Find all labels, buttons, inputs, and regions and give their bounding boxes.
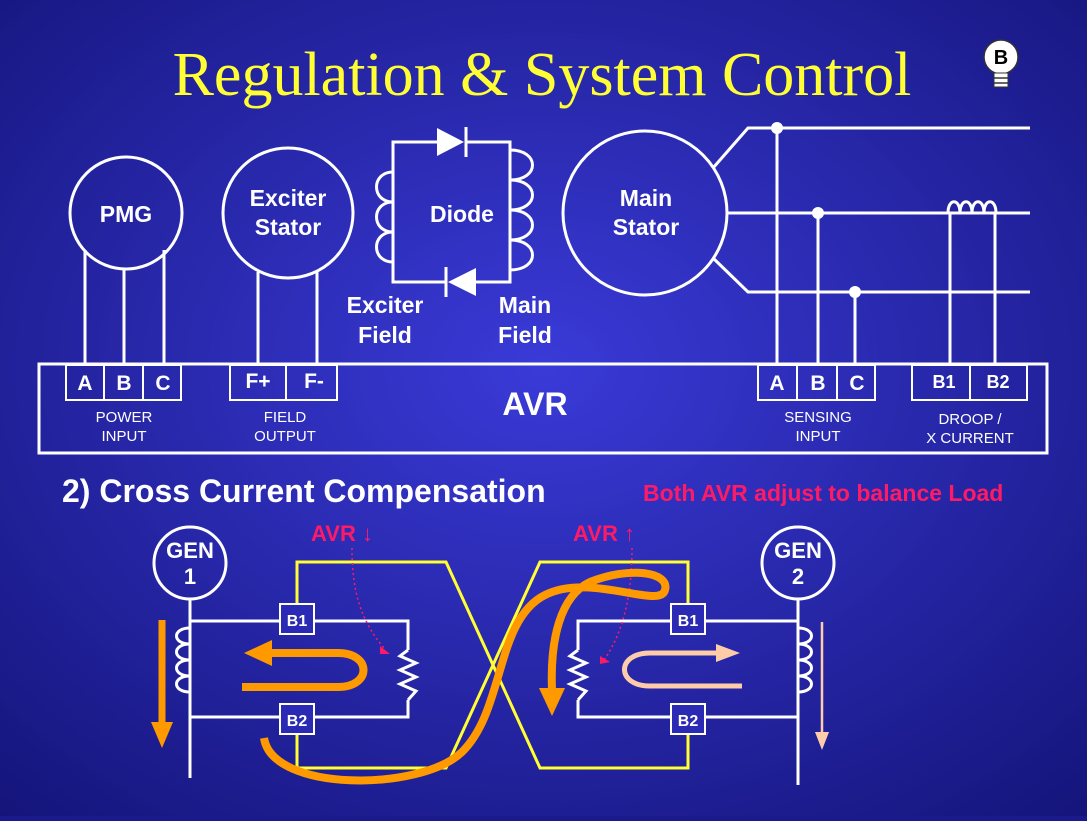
avr-left-adjust-arrow-icon	[380, 646, 390, 654]
avr-droop-terminal-b2: B2	[986, 372, 1009, 392]
gen2-label-1: GEN	[774, 538, 822, 563]
droop-caption-1: DROOP /	[938, 411, 1002, 428]
exciter-field-label-1: Exciter	[347, 292, 424, 318]
gen2-label-2: 2	[792, 564, 804, 589]
section-heading: 2) Cross Current Compensation	[62, 473, 546, 509]
sensing-input-caption-1: SENSING	[784, 409, 852, 426]
sensing-input-caption-2: INPUT	[796, 428, 841, 445]
avr-right-adjust-line	[603, 547, 633, 661]
diode-loop-left	[391, 140, 447, 284]
inductor-icon	[946, 200, 998, 214]
avr-left-adjust-line	[351, 547, 385, 649]
avr-sensing-terminal-a: A	[769, 372, 784, 395]
main-stator-label-2: Stator	[613, 214, 680, 240]
avr-left-label: AVR ↓	[311, 521, 373, 546]
diode-label: Diode	[430, 201, 494, 227]
exciter-field-label-2: Field	[358, 322, 412, 348]
avr-power-terminal-a: A	[77, 372, 92, 395]
avr-droop-terminal-b1: B1	[932, 372, 955, 392]
gen1-label-2: 1	[184, 564, 196, 589]
gen2-inductor-icon	[797, 626, 813, 694]
lightbulb-logo-icon: B	[983, 39, 1019, 88]
main-field-label-1: Main	[499, 292, 551, 318]
exciter-field-coil-icon	[375, 170, 394, 264]
right-resistor-icon	[566, 648, 590, 701]
diode-icon	[437, 127, 476, 297]
pmg-circle	[68, 155, 184, 271]
section-note: Both AVR adjust to balance Load	[643, 480, 1003, 506]
right-b1-terminal: B1	[678, 613, 699, 630]
gen1-inductor-icon	[175, 626, 191, 694]
avr-box	[37, 362, 1049, 455]
avr-power-terminal-b: B	[116, 372, 131, 395]
main-field-coil-icon	[509, 148, 534, 272]
pmg-label: PMG	[100, 201, 152, 227]
avr-power-terminal-c: C	[155, 372, 170, 395]
power-input-caption-1: POWER	[96, 409, 153, 426]
field-output-caption-2: OUTPUT	[254, 428, 316, 445]
avr-field-terminal-minus: F-	[304, 370, 324, 393]
avr-label: AVR	[502, 386, 567, 422]
current-flow-arrows	[151, 568, 829, 785]
junction-dots	[771, 122, 861, 298]
gen1-label-1: GEN	[166, 538, 214, 563]
left-b2-terminal: B2	[287, 713, 308, 730]
avr-field-terminal-plus: F+	[245, 370, 270, 393]
avr-right-adjust-arrow-icon	[600, 656, 610, 664]
logo-letter: B	[994, 47, 1008, 69]
avr-sensing-terminal-b: B	[810, 372, 825, 395]
left-resistor-icon	[396, 648, 420, 701]
exciter-stator-label-2: Stator	[255, 214, 322, 240]
droop-caption-2: X CURRENT	[926, 430, 1014, 447]
diode-loop-right	[466, 140, 512, 284]
exciter-stator-circle	[221, 146, 355, 280]
cross-wires-yellow	[295, 560, 690, 770]
main-field-label-2: Field	[498, 322, 552, 348]
generator-schematic	[68, 126, 1030, 365]
right-b2-terminal: B2	[678, 713, 699, 730]
cross-terminal-boxes	[279, 603, 706, 735]
avr-sensing-terminal-c: C	[849, 372, 864, 395]
main-stator-label-1: Main	[620, 185, 672, 211]
power-input-caption-2: INPUT	[102, 428, 147, 445]
left-b1-terminal: B1	[287, 613, 308, 630]
page-title: Regulation & System Control	[173, 41, 912, 109]
exciter-stator-label-1: Exciter	[250, 185, 327, 211]
avr-right-label: AVR ↑	[573, 521, 635, 546]
field-output-caption-1: FIELD	[264, 409, 307, 426]
